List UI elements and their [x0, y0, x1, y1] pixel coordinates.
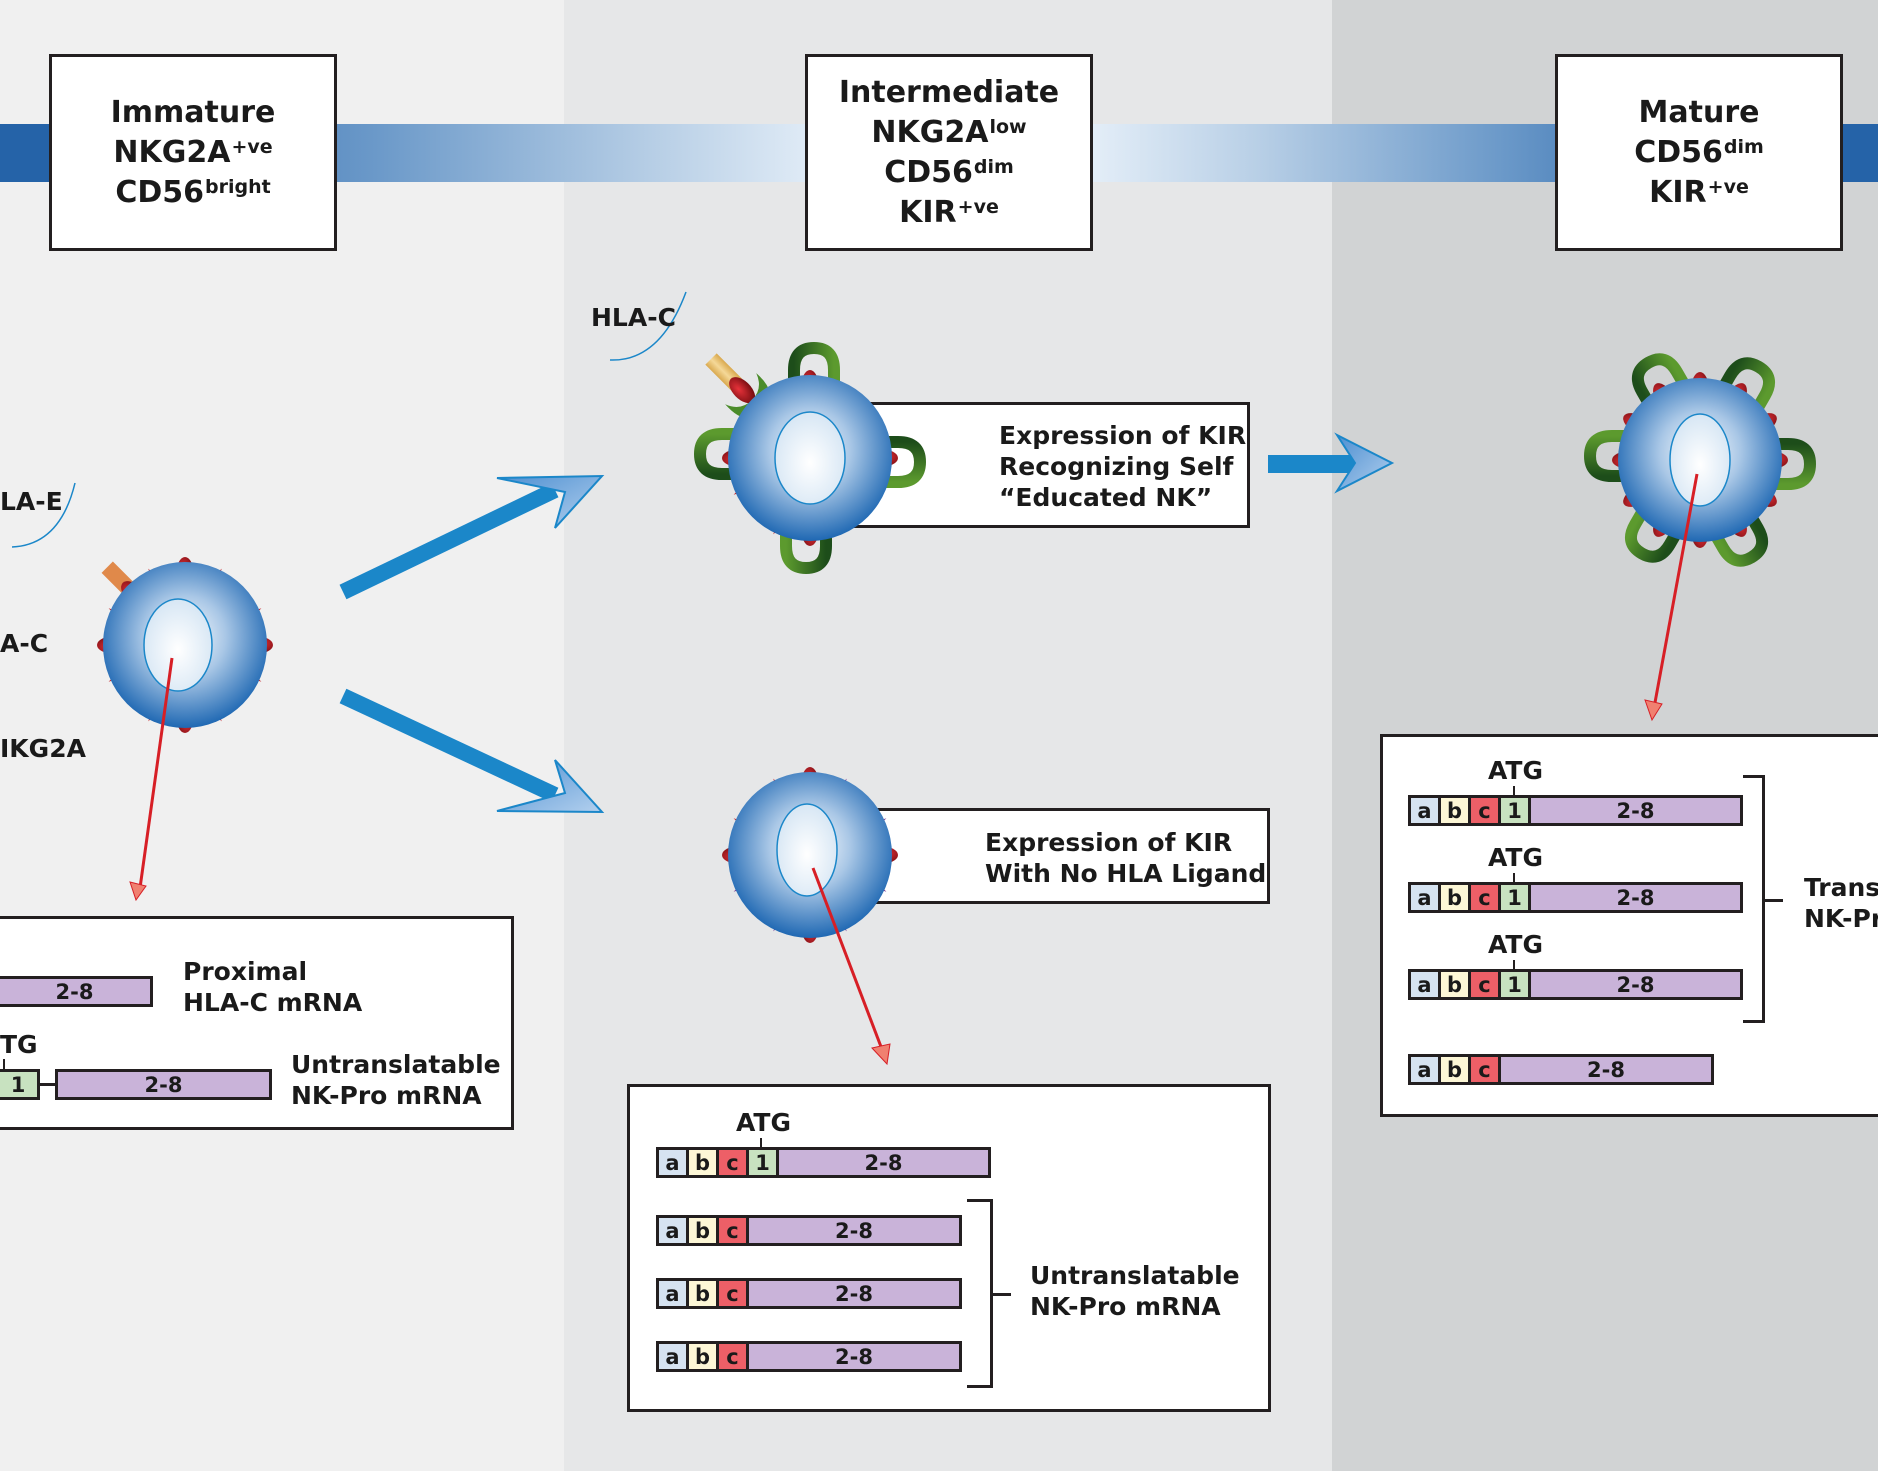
hla-c-label-immature: A-C: [0, 629, 49, 658]
no-ligand-callout: Expression of KIR With No HLA Ligand: [820, 808, 1270, 904]
hla-e-label: LA-E: [0, 487, 63, 516]
untranslatable-label: Untranslatable NK-Pro mRNA: [291, 1050, 501, 1110]
callout-line: With No HLA Ligand: [985, 859, 1267, 888]
proximal-label: Proximal HLA-C mRNA: [183, 957, 363, 1017]
callout-line: Expression of KIR: [985, 828, 1233, 857]
atg-tick: [1513, 960, 1515, 972]
mrna-strand-translatable: a b c 1 2-8: [1408, 882, 1743, 913]
mrna-strand-translatable: a b c 1 2-8: [656, 1147, 991, 1178]
atg-tick: [3, 1059, 5, 1071]
hla-c-label-intermediate: HLA-C: [591, 303, 676, 332]
atg-tick: [1513, 786, 1515, 798]
immature-marker-cd56: CD56bright: [115, 174, 271, 210]
educated-nk-callout: Expression of KIR Recognizing Self “Educ…: [820, 402, 1250, 528]
mrna-strand-untranslatable: a b c 2-8: [1408, 1054, 1714, 1085]
mature-nk-cell: [1590, 353, 1810, 568]
mrna-strand-untranslatable: a b c 2-8: [656, 1341, 962, 1372]
nk-pro-exon-2-8: 2-8: [55, 1069, 272, 1100]
proximal-hla-c-strand: 2-8: [0, 976, 153, 1007]
immature-marker-nkg2a: NKG2A+ve: [113, 134, 273, 170]
intermediate-marker-nkg2a: NKG2Alow: [871, 114, 1027, 150]
mature-marker-cd56: CD56dim: [1634, 134, 1764, 170]
atg-label: ATG: [736, 1108, 791, 1137]
untranslatable-label: Untranslatable NK-Pro mRNA: [1030, 1261, 1240, 1321]
mrna-strand-translatable: a b c 1 2-8: [1408, 969, 1743, 1000]
intermediate-marker-kir: KIR+ve: [899, 194, 999, 230]
atg-label: ATG: [1488, 930, 1543, 959]
mrna-strand-untranslatable: a b c 2-8: [656, 1278, 962, 1309]
grouping-bracket: [1743, 775, 1765, 1023]
nkg2a-label: IKG2A: [0, 734, 86, 763]
immature-nk-cell: [95, 555, 275, 735]
callout-line: Recognizing Self: [999, 452, 1234, 481]
intermediate-stage-box: Intermediate NKG2Alow CD56dim KIR+ve: [805, 54, 1093, 251]
mature-stage-box: Mature CD56dim KIR+ve: [1555, 54, 1843, 251]
mrna-strand-translatable: a b c 1 2-8: [1408, 795, 1743, 826]
atg-tick: [760, 1138, 762, 1150]
mature-marker-kir: KIR+ve: [1649, 174, 1749, 210]
intermediate-title: Intermediate: [838, 74, 1060, 110]
nk-pro-exon-1: 1: [0, 1069, 40, 1100]
hla-c-ligand-arc: [609, 291, 687, 361]
mrna-strand-untranslatable: a b c 2-8: [656, 1215, 962, 1246]
atg-label: ATG: [1488, 843, 1543, 872]
intermediate-marker-cd56: CD56dim: [884, 154, 1014, 190]
bracket-stem: [1765, 899, 1783, 902]
splice-connector: [40, 1083, 55, 1086]
immature-stage-box: Immature NKG2A+ve CD56bright: [49, 54, 337, 251]
immature-title: Immature: [110, 94, 276, 130]
educated-nk-cell: [695, 343, 920, 568]
atg-label: TG: [0, 1030, 38, 1059]
mature-title: Mature: [1638, 94, 1760, 130]
grouping-bracket: [967, 1199, 993, 1388]
bracket-stem: [993, 1293, 1011, 1296]
callout-line: Expression of KIR: [999, 421, 1247, 450]
translatable-label: Transl NK-Pr: [1804, 873, 1878, 933]
hla-e-ligand-arc: [11, 482, 76, 548]
callout-line: “Educated NK”: [999, 483, 1213, 512]
atg-tick: [1513, 873, 1515, 885]
exon-2-8: 2-8: [0, 979, 150, 1004]
no-ligand-nk-cell: [720, 765, 900, 945]
atg-label: ATG: [1488, 756, 1543, 785]
